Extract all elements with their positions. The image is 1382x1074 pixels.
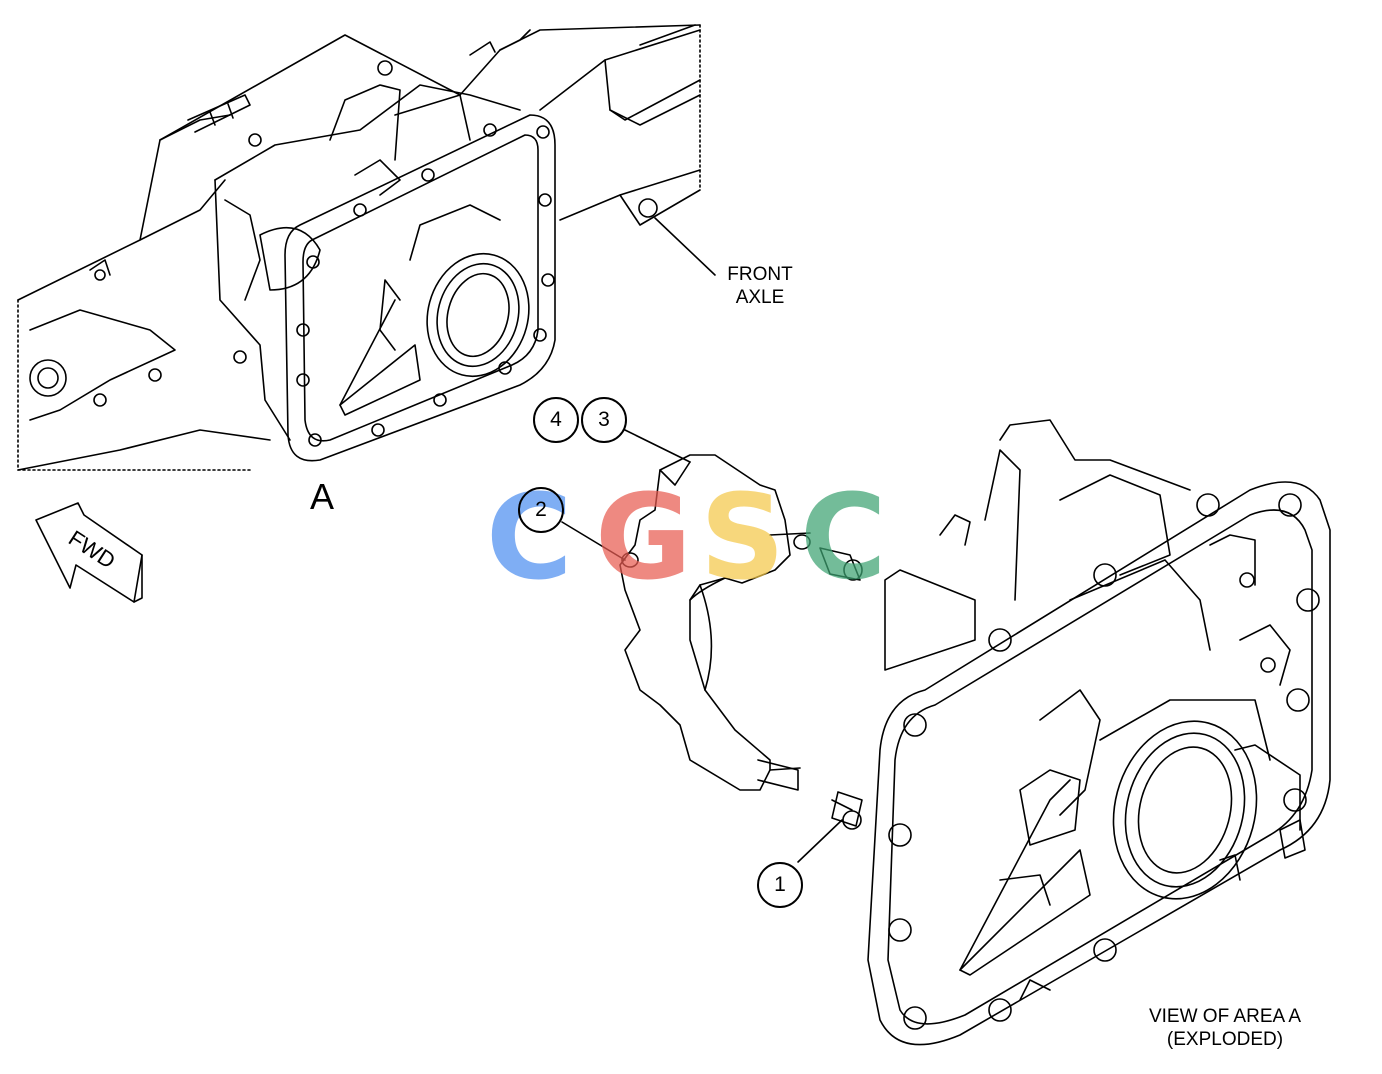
fwd-arrow-icon bbox=[35, 502, 143, 603]
callout-3: 3 bbox=[581, 397, 627, 443]
callout-2: 2 bbox=[518, 487, 564, 533]
view-caption: VIEW OF AREA A (EXPLODED) bbox=[1120, 1005, 1330, 1051]
callout-1: 1 bbox=[757, 862, 803, 908]
front-axle-housing-drawing bbox=[17, 24, 701, 471]
callout-4: 4 bbox=[533, 397, 579, 443]
view-caption-line1: VIEW OF AREA A bbox=[1148, 1006, 1302, 1027]
area-a-label: A bbox=[309, 476, 334, 517]
watermark-letter: C bbox=[800, 468, 887, 606]
callout-3-leader bbox=[624, 429, 691, 463]
watermark-letter: S bbox=[700, 468, 785, 606]
callout-2-leader bbox=[561, 521, 626, 561]
view-caption-line2: (EXPLODED) bbox=[1166, 1029, 1284, 1050]
front-axle-leader bbox=[654, 217, 716, 276]
exploded-bearing-cap-drawing bbox=[619, 419, 1331, 1046]
front-axle-label: FRONT AXLE bbox=[714, 263, 806, 309]
front-axle-label-line2: AXLE bbox=[735, 287, 785, 308]
callout-1-leader bbox=[797, 819, 843, 863]
watermark-letter: G bbox=[595, 468, 692, 606]
front-axle-label-line1: FRONT bbox=[727, 264, 793, 285]
